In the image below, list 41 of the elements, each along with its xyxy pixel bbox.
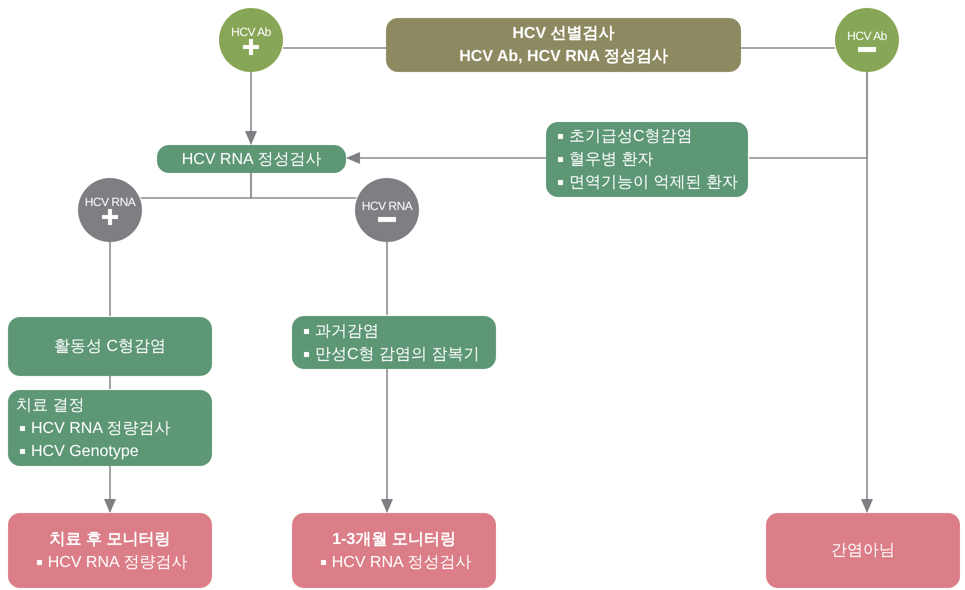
connector-line [109,376,111,389]
bullet-text: HCV RNA 정량검사 [31,418,171,438]
result-label: HCV Ab [847,28,887,42]
connector-line [109,242,111,316]
arrow [346,152,546,164]
box-text: 치료 후 모니터링 [50,530,170,550]
process-box [8,317,212,376]
bullet-text: 혈우병 환자 [569,150,654,170]
arrow [381,369,393,513]
bullet-text: HCV Genotype [31,442,139,462]
outcome-box [8,513,212,588]
bullet-text: HCV RNA 정량검사 [48,552,188,572]
note-box [546,122,748,197]
connector-line [386,242,388,315]
result-label: HCV Ab [231,25,271,39]
process-box [157,145,346,173]
box-text: HCV 선별검사 [512,24,615,44]
note-box [8,390,212,466]
bullet-text: 과거감염 [315,322,379,342]
bullet-text: 면역기능이 억제된 환자 [569,173,738,193]
result-label: HCV RNA [362,198,412,212]
box-text: 1-3개월 모니터링 [332,530,456,550]
connector-line [282,47,386,49]
box-text: 치료 결정 [16,396,84,416]
result-label: HCV RNA [84,195,136,209]
box-text: 간염아님 [831,541,895,561]
box-text: 활동성 C형감염 [54,337,166,357]
outcome-box [292,513,496,588]
arrow [104,466,116,513]
process-box [386,18,741,72]
box-text: HCV RNA 정성검사 [182,150,322,170]
connector-line [741,47,836,49]
bullet-text: 초기급성C형감염 [569,127,693,147]
bullet-text: HCV RNA 정성검사 [332,552,472,572]
outcome-box [766,513,960,588]
bullet-text: 만성C형 감염의 잠복기 [315,344,480,364]
arrow [245,72,257,145]
note-box [292,316,496,369]
connector-line [250,173,356,199]
arrow [861,72,873,513]
box-text: HCV Ab, HCV RNA 정성검사 [459,47,668,67]
